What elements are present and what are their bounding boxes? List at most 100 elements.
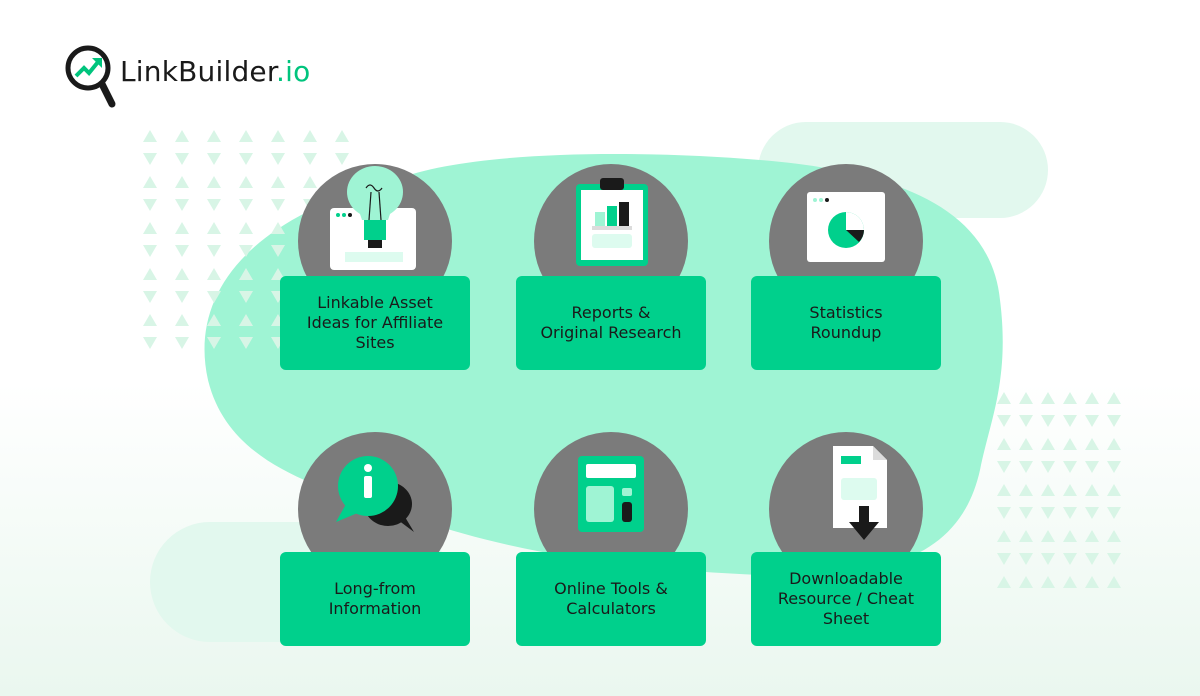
clipboard-chart-icon [576,178,648,266]
pattern-triangle [1085,507,1099,519]
pattern-triangle [1019,553,1033,565]
pattern-triangle [175,268,189,280]
pattern-triangle [997,415,1011,427]
logo-magnifier-icon [65,45,116,108]
card-online-tools-calculators: Online Tools & Calculators [516,432,706,662]
pattern-triangle [207,245,221,257]
info-chat-icon [336,456,414,532]
pattern-triangle [143,222,157,234]
pattern-triangle [1063,484,1077,496]
brand-name-suffix: .io [276,55,311,88]
pattern-triangle [1107,576,1121,588]
pattern-triangle [335,130,349,142]
pattern-triangle [1085,530,1099,542]
pattern-triangle [207,337,221,349]
pattern-triangle [303,176,317,188]
pattern-triangle [1041,438,1055,450]
pattern-triangle [997,553,1011,565]
pattern-triangle [1063,438,1077,450]
pattern-triangle [997,438,1011,450]
pattern-triangle [175,245,189,257]
card-label-box: Downloadable Resource / Cheat Sheet [751,552,941,646]
pattern-triangle [997,507,1011,519]
pattern-triangle [271,199,285,211]
pattern-triangle [175,199,189,211]
pattern-triangle [1041,553,1055,565]
pattern-triangle [1041,392,1055,404]
pattern-triangle [1107,392,1121,404]
card-downloadable-resource: Downloadable Resource / Cheat Sheet [751,432,941,662]
icon-circle [298,164,452,318]
pattern-triangle [997,461,1011,473]
pattern-triangle [143,314,157,326]
pattern-triangle [1063,530,1077,542]
pattern-triangle [1041,507,1055,519]
card-long-form-information: Long-from Information [280,432,470,662]
pattern-triangle [1085,438,1099,450]
pattern-triangle [1063,415,1077,427]
pattern-triangle [1107,415,1121,427]
brand-name: LinkBuilder.io [120,55,310,88]
pattern-triangle [175,291,189,303]
pattern-triangle [143,337,157,349]
calculator-icon [578,456,644,532]
pattern-triangle [1041,576,1055,588]
pattern-triangle [1107,461,1121,473]
pattern-triangle [175,314,189,326]
pattern-triangle [271,245,285,257]
card-label: Reports & Original Research [540,303,682,342]
pattern-triangle [207,291,221,303]
pattern-triangle [1107,484,1121,496]
pattern-triangle [239,268,253,280]
pattern-triangle [207,222,221,234]
pattern-triangle [143,245,157,257]
pattern-triangle [1019,392,1033,404]
card-statistics-roundup: Statistics Roundup [751,164,941,394]
card-label-box: Long-from Information [280,552,470,646]
download-document-icon [833,446,887,540]
pattern-triangle [175,176,189,188]
pattern-triangle [239,291,253,303]
pattern-triangle [207,153,221,165]
pattern-triangle [239,314,253,326]
pattern-triangle [1063,553,1077,565]
pattern-triangle [271,222,285,234]
pattern-triangle [207,176,221,188]
pattern-triangle [239,176,253,188]
pattern-triangle [997,392,1011,404]
pattern-triangle [239,153,253,165]
pattern-triangle [239,337,253,349]
pattern-triangle [1063,507,1077,519]
pattern-triangle [997,576,1011,588]
pattern-triangle [1019,415,1033,427]
pattern-triangle [271,130,285,142]
pattern-triangle [1019,461,1033,473]
pattern-triangle [1085,392,1099,404]
pattern-triangle [207,130,221,142]
card-label: Online Tools & Calculators [554,579,668,618]
card-label-box: Statistics Roundup [751,276,941,370]
card-label-box: Reports & Original Research [516,276,706,370]
pattern-triangle [1107,507,1121,519]
pattern-triangle [175,153,189,165]
pattern-triangle [143,199,157,211]
pattern-triangle [1063,392,1077,404]
pattern-triangle [271,153,285,165]
pattern-triangle [143,291,157,303]
pattern-triangle [207,314,221,326]
pattern-triangle [303,153,317,165]
pattern-triangle [1085,576,1099,588]
pattern-triangle [1041,415,1055,427]
pattern-triangle [143,176,157,188]
pattern-triangle [207,199,221,211]
pattern-triangle [1085,415,1099,427]
pattern-triangle [997,530,1011,542]
card-reports-research: Reports & Original Research [516,164,706,394]
pattern-triangle [1063,461,1077,473]
pattern-triangle [143,130,157,142]
card-linkable-asset-ideas: Linkable Asset Ideas for Affiliate Sites [280,164,470,394]
pattern-triangle [1019,576,1033,588]
pattern-triangle [1019,438,1033,450]
pattern-triangle [175,130,189,142]
pattern-triangle [303,130,317,142]
